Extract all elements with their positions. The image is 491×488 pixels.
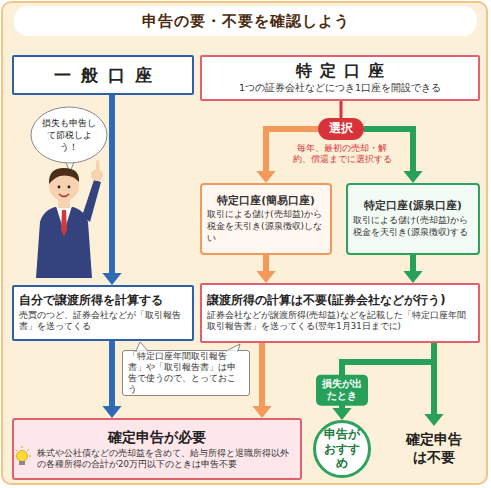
arrow-head: [102, 273, 121, 285]
account-box: 一般口座: [12, 55, 194, 95]
pointing-finger: [96, 160, 100, 172]
node-body: 取引による儲け(売却益)から税金を天引き(源泉徴収)する: [353, 215, 473, 238]
head: [49, 171, 79, 201]
process-box: 譲渡所得の計算は不要(証券会社などが行う) 証券会社などが譲渡所得(売却益)などを…: [200, 283, 480, 343]
edge-label: 損失が出たとき: [316, 375, 368, 406]
note-text: 毎年、最初の売却・解約、償還までに選択する: [290, 143, 394, 165]
arrow-head: [424, 414, 443, 426]
choice-badge: 選択: [318, 118, 364, 140]
arrow-head: [332, 408, 351, 420]
businessman-illustration: [36, 160, 103, 278]
suit-body: [36, 206, 92, 278]
hair: [49, 168, 79, 184]
flow-line: [109, 95, 115, 274]
title-text: 申告の要・不要を確認しよう: [142, 12, 350, 31]
process-box: 特定口座(源泉口座) 取引による儲け(売却益)から税金を天引き(源泉徴収)する: [346, 183, 480, 255]
node-body: 売買のつど、証券会社などが「取引報告書」を送ってくる: [19, 310, 187, 333]
arrow-head: [256, 171, 275, 183]
arrow-head: [403, 271, 422, 283]
tail-joint: [65, 156, 75, 160]
flow-arrow: [256, 255, 275, 283]
node-heading: 特定口座(源泉口座): [353, 199, 473, 213]
raised-arm: [82, 180, 101, 222]
speech-bubble: 損失も申告して節税しよう！: [30, 106, 108, 166]
result-box: 確定申告が必要株式や公社債などの売却益を含めて、給与所得と退職所得以外の各種所得…: [12, 418, 302, 480]
note-callout: 「特定口座年間取引報告書」や「取引報告書」は申告で使うので、とっておこう: [122, 350, 250, 396]
flow-arrow: [424, 343, 443, 426]
tie: [61, 210, 67, 236]
flow-line: [431, 343, 437, 415]
node-heading: 自分で譲渡所得を計算する: [19, 293, 187, 308]
node-text: 一般口座: [14, 64, 192, 86]
eye: [58, 186, 61, 189]
flow-arrow: [252, 343, 271, 418]
flow-arrow: [403, 255, 422, 283]
account-box: 特定口座1つの証券会社などにつき1口座を開設できる: [200, 55, 480, 101]
flow-line: [109, 341, 115, 407]
arrow-head: [403, 171, 422, 183]
process-box: 特定口座(簡易口座)取引による儲け(売却益)から税金を天引き(源泉徴収)しない: [200, 183, 332, 255]
node-heading: 特定口座: [203, 61, 477, 82]
node-body: 1つの証券会社などにつき1口座を開設できる: [207, 82, 473, 94]
node-text: 選択: [320, 121, 362, 137]
shirt: [56, 206, 72, 232]
flow-line: [340, 101, 343, 118]
node-body: 取引による儲け(売却益)から税金を天引き(源泉徴収)しない: [207, 209, 325, 244]
bubble-shape: [31, 107, 107, 163]
node-body: 証券会社などが譲渡所得(売却益)などを記載した「特定口座年間取引報告書」を送って…: [207, 310, 473, 332]
flow-line: [259, 343, 265, 407]
node-text: 損失も申告して節税しよう！: [41, 118, 97, 153]
process-box: 自分で譲渡所得を計算する売買のつど、証券会社などが「取引報告書」を送ってくる: [12, 285, 194, 341]
arrow-head: [102, 406, 121, 418]
neck: [58, 198, 70, 208]
arrow-head: [252, 406, 271, 418]
eye: [68, 186, 71, 189]
mouth: [59, 194, 69, 197]
arrow-head: [256, 271, 275, 283]
node-text: 申告がおすすめ: [320, 427, 364, 472]
bubble-tail: [64, 157, 76, 172]
flow-arrow: [102, 341, 121, 418]
node-text: 確定申告は不要: [402, 430, 466, 466]
hand: [91, 169, 103, 181]
title-band: 申告の要・不要を確認しよう: [14, 6, 477, 36]
flow-arrow: [341, 101, 342, 118]
flow-line: [410, 255, 416, 272]
flow-line: [263, 255, 269, 272]
flow-arrow: [102, 95, 121, 285]
node-text: 「特定口座年間取引報告書」や「取引報告書」は申告で使うので、とっておこう: [128, 351, 244, 395]
result-text: 確定申告は不要: [402, 426, 466, 470]
node-heading: 譲渡所得の計算は不要(証券会社などが行う): [207, 293, 473, 308]
node-body: 株式や公社債などの売却益を含めて、給与所得と退職所得以外の各種所得の合計が20万…: [19, 448, 295, 470]
node-heading: 確定申告が必要: [19, 428, 295, 446]
node-heading: 特定口座(簡易口座): [207, 194, 325, 208]
result-circle: 申告がおすすめ: [313, 420, 371, 478]
